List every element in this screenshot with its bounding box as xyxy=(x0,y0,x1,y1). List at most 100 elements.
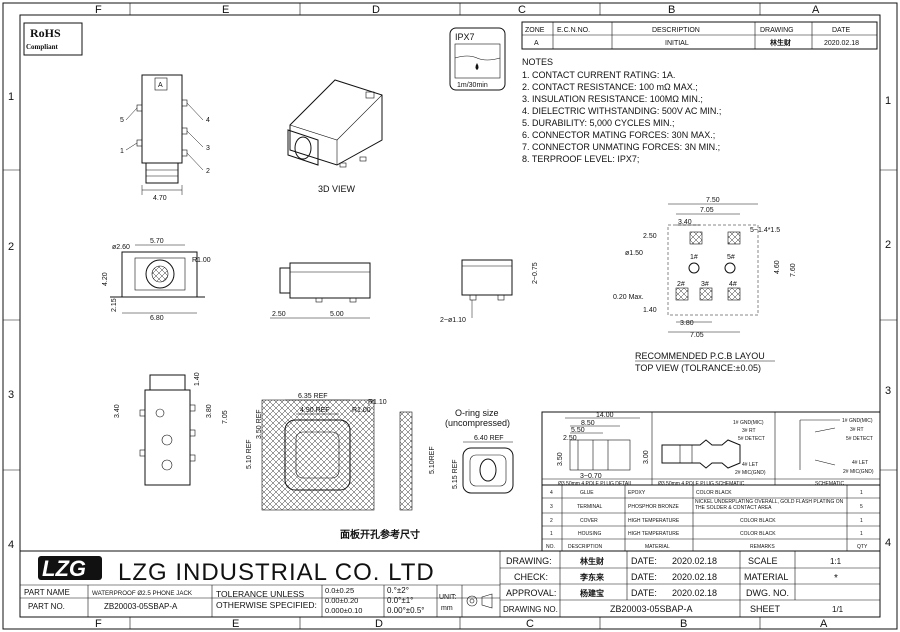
bom-cell: 4 xyxy=(550,490,553,496)
tolerance: 0.00±0.20 xyxy=(325,596,358,605)
col-label: F xyxy=(95,618,102,630)
note-item: 2. CONTACT RESISTANCE: 100 mΩ MAX.; xyxy=(522,82,698,92)
date: 2020.02.18 xyxy=(672,556,717,566)
rohs-sub: Compliant xyxy=(26,43,59,51)
pin-id: 5# xyxy=(727,254,735,261)
row-label: 4 xyxy=(8,539,14,551)
drawing-number: ZB20003-05SBAP-A xyxy=(610,604,693,614)
ipx7-badge: IPX7 1m/30min xyxy=(449,27,506,91)
dim-label: 5.15 REF xyxy=(452,459,459,489)
signal-label: 4# LET xyxy=(852,460,868,466)
col-label: C xyxy=(518,4,526,16)
rohs-label: RoHS xyxy=(30,26,61,40)
dim-label: 2.50 xyxy=(563,435,577,442)
note-item: 7. CONNECTOR UNMATING FORCES: 3N MIN.; xyxy=(522,142,720,152)
dim-label: 5.10 REF xyxy=(246,439,253,469)
rohs-stamp: RoHS Compliant xyxy=(23,22,83,56)
signal-label: 5# DETECT xyxy=(738,436,765,442)
dim-label: 0.20 Max. xyxy=(613,294,644,301)
pin-id: 1# xyxy=(690,254,698,261)
dim-label: ø2.60 xyxy=(112,244,130,251)
side-view: 2.50 5.00 xyxy=(270,262,371,319)
bom-cell: 1 xyxy=(860,531,863,537)
note-item: 3. INSULATION RESISTANCE: 100MΩ MIN.; xyxy=(522,94,703,104)
signal-label: 5# DETECT xyxy=(846,436,873,442)
dim-label: ø1.50 xyxy=(625,250,643,257)
dim-label: 2~ø1.10 xyxy=(440,317,466,324)
label: MATERIAL xyxy=(744,572,788,582)
front-section-view: 5.70 ø2.60 R1.00 4.20 2.15 6.80 xyxy=(102,238,211,322)
bom-cell: 1 xyxy=(860,490,863,496)
row-label: 4 xyxy=(885,537,891,549)
signal-label: 1# GND(MIC) xyxy=(733,420,764,426)
col-label: E xyxy=(232,618,239,630)
bom-cell: COLOR BLACK xyxy=(740,518,776,524)
row-label: 1 xyxy=(885,95,891,107)
label: DATE: xyxy=(631,556,657,566)
signal-label: 4# LET xyxy=(742,462,758,468)
bom-cell: NICKEL UNDERPLATING OVERALL, GOLD FLASH … xyxy=(695,499,844,511)
notes: NOTES 1. CONTACT CURRENT RATING: 1A. 2. … xyxy=(522,57,721,164)
col-label: B xyxy=(680,618,687,630)
pin-id: 4# xyxy=(729,281,737,288)
pin-id: 3# xyxy=(701,281,709,288)
bom-cell: 1 xyxy=(860,518,863,524)
bom-header: DESCRIPTION xyxy=(568,544,603,550)
bom-cell: GLUE xyxy=(580,490,594,496)
label: PART NO. xyxy=(28,602,65,611)
dim-label: 4.90 REF xyxy=(300,407,330,414)
rev-date: 2020.02.18 xyxy=(824,40,859,47)
dim-label: 6.80 xyxy=(150,315,164,322)
pcb-title: RECOMMENDED P.C.B LAYOU xyxy=(635,351,765,361)
col-label: A xyxy=(820,618,828,630)
tolerance: 0.00°±0.5° xyxy=(387,606,424,615)
dim-label: 3~0.70 xyxy=(580,473,602,480)
bom-table: 4 GLUE EPOXY COLOR BLACK 1 3 TERMINAL PH… xyxy=(541,484,881,552)
dim-label: 2~0.75 xyxy=(532,262,539,284)
bom-cell: HIGH TEMPERATURE xyxy=(628,518,680,524)
dim-label: 2.50 xyxy=(272,311,286,318)
revision-table: ZONE E.C.N.NO. DESCRIPTION DRAWING DATE … xyxy=(521,21,878,50)
dim-label: 5.10REF xyxy=(429,446,436,474)
col-label: C xyxy=(526,618,534,630)
column-labels-top: F E D C B A xyxy=(95,4,820,16)
bottom-view: 1.40 3.40 3.80 7.05 xyxy=(114,372,229,486)
col-label: B xyxy=(668,4,675,16)
checker: 李东来 xyxy=(579,572,605,582)
plug-caption: Ø3.50mm 4 POLE PLUG SCHEMATIC xyxy=(658,481,745,487)
pin-label: 2 xyxy=(206,168,210,175)
signal-label: 2# MIC(GND) xyxy=(735,470,766,476)
label: SCALE xyxy=(748,556,778,566)
unit: mm xyxy=(441,605,453,612)
front-view: A 4.70 5 1 4 3 2 xyxy=(120,74,210,202)
dim-label: 7.60 xyxy=(790,263,797,277)
dim-label: 3.00 xyxy=(643,450,650,464)
signal-label: 1# GND(MIC) xyxy=(842,418,873,424)
part-name: WATERPROOF Ø2.5 PHONE JACK xyxy=(92,590,193,597)
sheet: 1/1 xyxy=(832,605,844,614)
plug-caption: Ø3.50mm 4 POLE PLUG DETAIL xyxy=(558,481,633,487)
ipx-label: IPX7 xyxy=(455,32,475,42)
label: TOLERANCE UNLESS xyxy=(216,589,305,599)
signal-label: 3# RT xyxy=(742,428,756,434)
label: CHECK: xyxy=(514,572,548,582)
bom-header: NO. xyxy=(546,544,555,550)
dim-label: 5.50 xyxy=(571,427,585,434)
rev-header: DESCRIPTION xyxy=(652,27,700,34)
dim-label: 7.50 xyxy=(706,197,720,204)
bom-cell: COVER xyxy=(580,518,598,524)
bom-cell: HOUSING xyxy=(578,531,601,537)
pin-label: 5 xyxy=(120,117,124,124)
bom-cell: HIGH TEMPERATURE xyxy=(628,531,680,537)
note-item: 6. CONNECTOR MATING FORCES: 30N MAX.; xyxy=(522,130,715,140)
tolerance: 0.°±2° xyxy=(387,586,409,595)
oring-view: O-ring size (uncompressed) 6.40 REF 5.10… xyxy=(399,408,514,511)
tolerance: 0.0°±1° xyxy=(387,596,413,605)
row-label: 1 xyxy=(8,91,14,103)
bom-header: REMARKS xyxy=(750,544,775,550)
dim-label: 8.50 xyxy=(581,420,595,427)
front-marker: A xyxy=(158,82,163,89)
rev-header: DATE xyxy=(832,27,850,34)
dim-label: 1.40 xyxy=(194,372,201,386)
